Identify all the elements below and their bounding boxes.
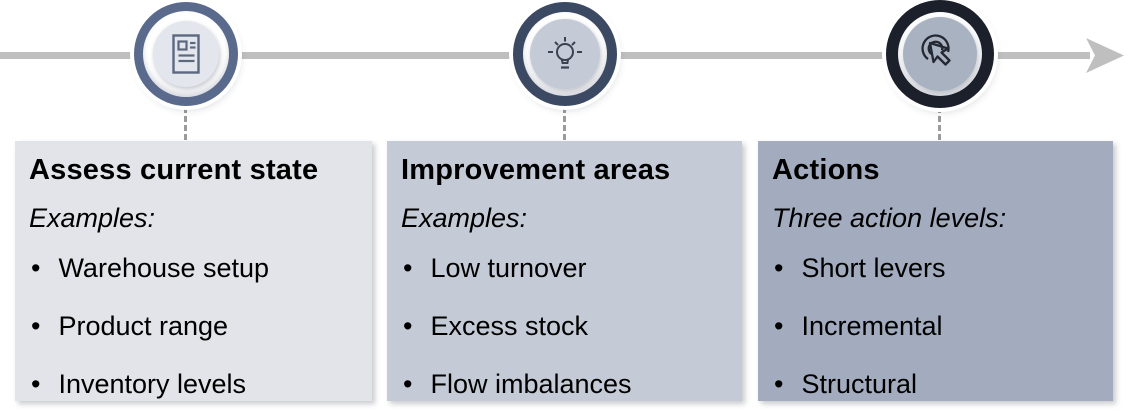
bullet-item: Incremental xyxy=(772,310,1105,342)
bullet-list: Low turnover Excess stock Flow imbalance… xyxy=(401,252,734,400)
step-circle-improvement xyxy=(513,2,617,106)
step-title: Improvement areas xyxy=(401,154,671,186)
step-title: Actions xyxy=(772,154,880,186)
bullet-item: Low turnover xyxy=(401,252,734,284)
timeline-arrowhead xyxy=(1086,38,1124,73)
lightbulb-icon xyxy=(548,37,582,69)
step-circle-actions xyxy=(886,0,994,108)
connector-line xyxy=(938,107,941,140)
bullet-item: Warehouse setup xyxy=(29,252,364,284)
click-cursor-icon xyxy=(921,34,951,66)
connector-line xyxy=(184,107,187,140)
connector-line xyxy=(563,107,566,140)
bullet-item: Short levers xyxy=(772,252,1105,284)
step-circle-actions-fill xyxy=(903,17,977,91)
step-title: Assess current state xyxy=(29,154,319,186)
step-circle-assess xyxy=(134,2,238,106)
step-box-assess: Assess current state Examples: Warehouse… xyxy=(15,141,372,401)
step-box-actions: Actions Three action levels: Short lever… xyxy=(758,141,1113,401)
step-subtitle: Three action levels: xyxy=(772,203,1007,233)
step-circle-improvement-fill xyxy=(530,19,600,89)
bullet-item: Flow imbalances xyxy=(401,368,734,400)
bullet-list: Short levers Incremental Structural xyxy=(772,252,1105,400)
bullet-item: Structural xyxy=(772,368,1105,400)
step-circle-assess-fill xyxy=(153,21,219,87)
step-box-improvement: Improvement areas Examples: Low turnover… xyxy=(387,141,742,401)
bullet-item: Inventory levels xyxy=(29,368,364,400)
step-subtitle: Examples: xyxy=(401,203,528,233)
document-icon xyxy=(172,34,200,74)
bullet-item: Excess stock xyxy=(401,310,734,342)
bullet-item: Product range xyxy=(29,310,364,342)
step-subtitle: Examples: xyxy=(29,203,156,233)
bullet-list: Warehouse setup Product range Inventory … xyxy=(29,252,364,400)
